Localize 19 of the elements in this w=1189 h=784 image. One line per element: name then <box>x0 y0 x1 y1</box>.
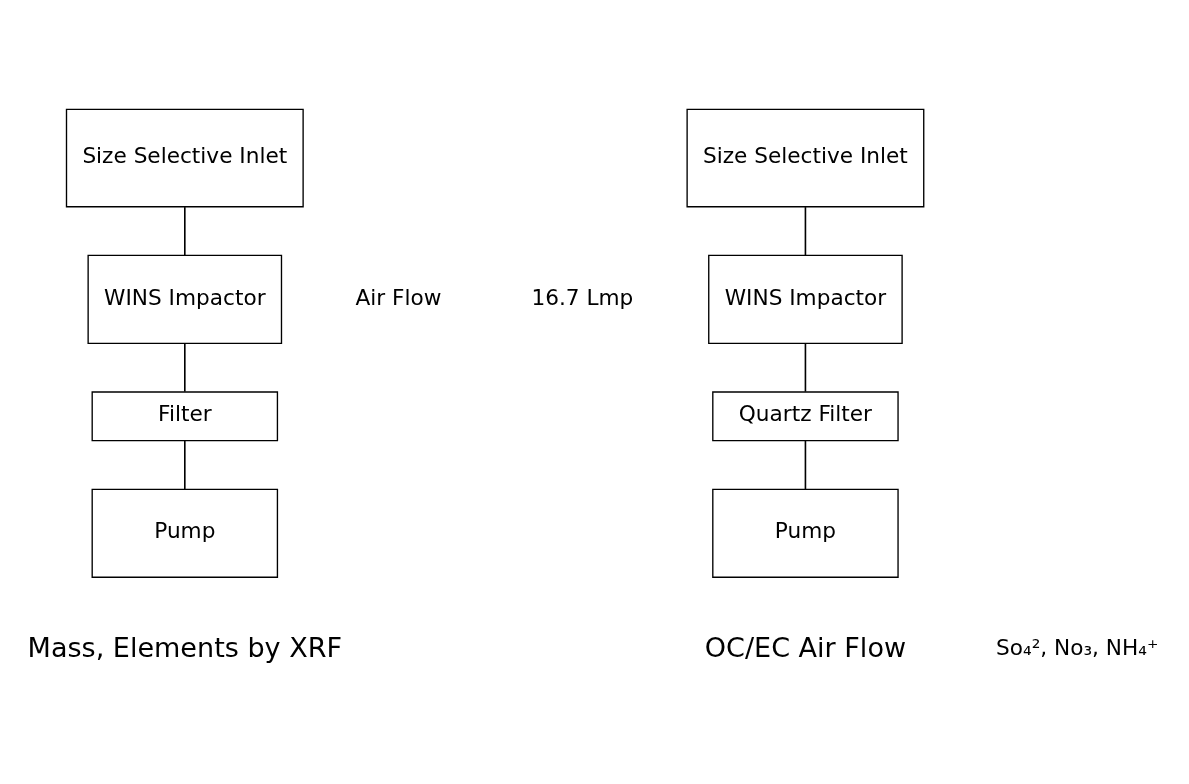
node-box: Pump <box>91 488 279 578</box>
connector <box>804 343 807 393</box>
node-box: Pump <box>712 488 899 578</box>
node-box: Filter <box>91 391 279 442</box>
connector <box>184 206 186 257</box>
connector <box>804 440 807 490</box>
connector <box>184 343 186 393</box>
node-box: Size Selective Inlet <box>65 108 304 208</box>
label: Air Flow <box>355 284 442 310</box>
connector <box>184 440 186 490</box>
label: So₄², No₃, NH₄⁺ <box>996 635 1159 661</box>
connector <box>804 206 807 257</box>
label: OC/EC Air Flow <box>704 632 907 664</box>
node-box: Quartz Filter <box>712 391 899 442</box>
node-box: WINS Impactor <box>708 254 903 344</box>
node-box: WINS Impactor <box>87 254 283 344</box>
node-box: Size Selective Inlet <box>686 108 925 208</box>
label: Mass, Elements by XRF <box>27 632 343 664</box>
label: 16.7 Lmp <box>531 284 634 310</box>
